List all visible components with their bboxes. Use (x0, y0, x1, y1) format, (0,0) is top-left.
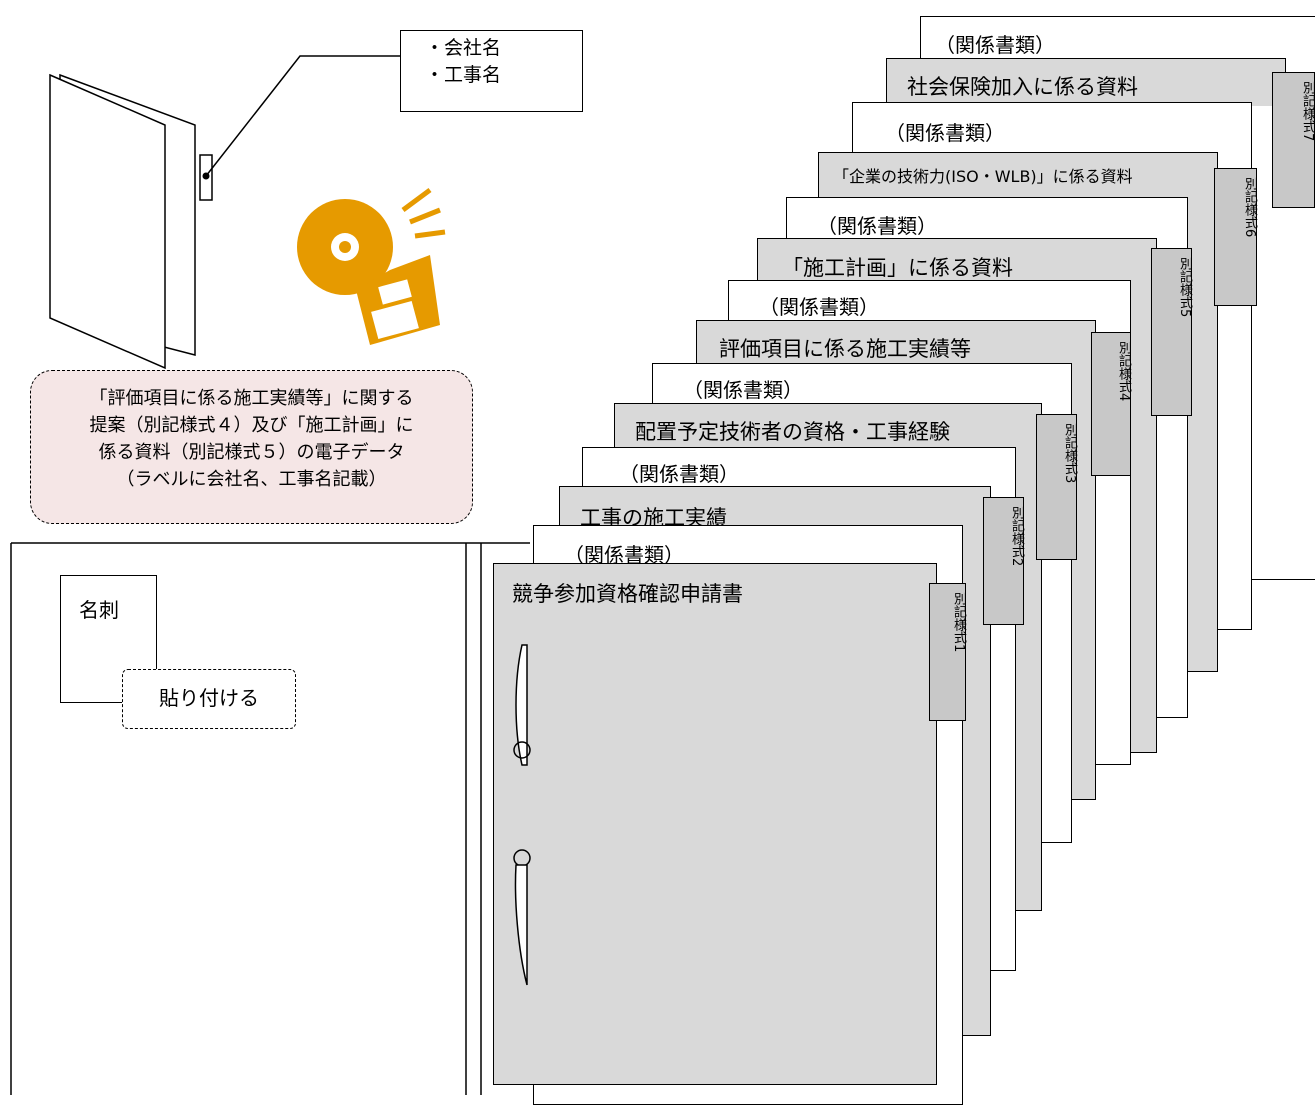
doc-6-tab-label: 別記様式6 (1242, 177, 1257, 238)
paste-instruction-box: 貼り付ける (122, 669, 296, 729)
business-card-label: 名刺 (79, 598, 119, 622)
doc-3-related-label: （関係書類） (683, 378, 803, 402)
doc-1-title: 競争参加資格確認申請書 (512, 582, 743, 606)
doc-3-tab-label: 別記様式3 (1062, 423, 1077, 484)
doc-1-tab: 別記様式1 (929, 583, 966, 721)
doc-4-title: 評価項目に係る施工実績等 (719, 337, 971, 361)
doc-7-title: 社会保険加入に係る資料 (907, 75, 1138, 99)
doc-7-tab: 別記様式7 (1272, 72, 1315, 208)
folder-label-box: ・会社名 ・工事名 (400, 30, 583, 112)
doc-5-related-label: （関係書類） (817, 214, 937, 238)
doc-4-tab: 別記様式4 (1091, 332, 1131, 476)
doc-6-related-label: （関係書類） (885, 121, 1005, 145)
doc-5-tab: 別記様式5 (1151, 248, 1192, 416)
paste-instruction-label: 貼り付ける (159, 686, 259, 710)
doc-7-header: 社会保険加入に係る資料 (886, 58, 1286, 106)
doc-6-title: 「企業の技術力(ISO・WLB)」に係る資料 (833, 167, 1133, 186)
doc-6-tab: 別記様式6 (1214, 168, 1257, 306)
doc-1-header: 競争参加資格確認申請書 (493, 563, 937, 1085)
folder-label-project: ・工事名 (425, 64, 502, 86)
callout-line-1: 「評価項目に係る施工実績等」に関する (89, 388, 414, 409)
doc-1-tab-label: 別記様式1 (951, 592, 966, 653)
doc-7-tab-label: 別記様式7 (1300, 81, 1315, 142)
doc-4-tab-label: 別記様式4 (1116, 341, 1131, 402)
doc-5-tab-label: 別記様式5 (1177, 257, 1192, 318)
doc-4-related-label: （関係書類） (759, 295, 879, 319)
callout-line-2: 提案（別記様式４）及び「施工計画」に (89, 415, 414, 436)
callout-line-3: 係る資料（別記様式５）の電子データ (98, 442, 405, 463)
doc-2-tab-label: 別記様式2 (1009, 506, 1024, 567)
callout-line-4: （ラベルに会社名、工事名記載） (116, 469, 387, 490)
doc-5-title: 「施工計画」に係る資料 (782, 256, 1013, 280)
doc-3-tab: 別記様式3 (1036, 414, 1077, 560)
doc-3-title: 配置予定技術者の資格・工事経験 (635, 420, 950, 444)
folder-label-company: ・会社名 (425, 37, 502, 59)
doc-7-related-label: （関係書類） (935, 33, 1055, 57)
doc-2-tab: 別記様式2 (983, 497, 1024, 625)
doc-2-related-label: （関係書類） (619, 462, 739, 486)
electronic-data-callout: 「評価項目に係る施工実績等」に関する 提案（別記様式４）及び「施工計画」に 係る… (30, 370, 473, 524)
